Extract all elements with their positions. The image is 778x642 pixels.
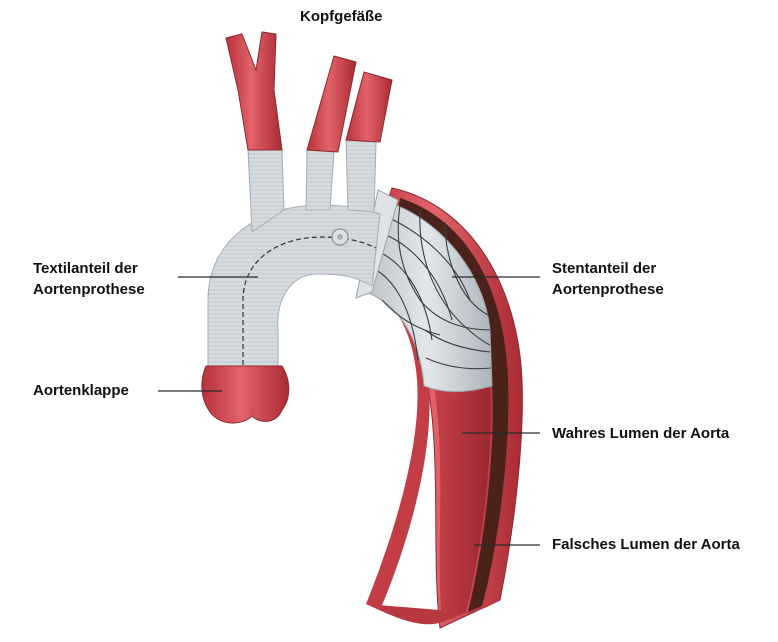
- head-vessel-bifurcated: [225, 31, 283, 151]
- label-textile-graft: Textilanteil der Aortenprothese: [33, 258, 145, 300]
- aortic-root: [201, 365, 290, 424]
- branch-graft-3: [345, 139, 377, 213]
- label-head-vessels: Kopfgefäße: [300, 8, 383, 25]
- label-stent-graft: Stentanteil der Aortenprothese: [552, 258, 664, 300]
- label-true-lumen: Wahres Lumen der Aorta: [552, 425, 730, 442]
- head-vessel-right: [345, 71, 393, 143]
- inner-aortic-wall-left: [360, 282, 430, 610]
- label-textile-line1: Textilanteil der: [33, 260, 138, 277]
- label-stent-line1: Stentanteil der: [552, 260, 657, 277]
- branch-graft-2: [305, 149, 335, 211]
- cut-rim: [366, 600, 500, 625]
- label-false-lumen: Falsches Lumen der Aorta: [552, 536, 740, 553]
- head-vessels: [225, 31, 393, 153]
- arch-tube: [207, 204, 381, 369]
- leader-lines: [158, 276, 540, 546]
- head-vessel-middle: [306, 55, 357, 153]
- textile-graft: [207, 139, 381, 369]
- label-textile-line2: Aortenprothese: [33, 281, 145, 298]
- label-stent-line2: Aortenprothese: [552, 281, 664, 298]
- label-aortic-valve: Aortenklappe: [33, 382, 129, 399]
